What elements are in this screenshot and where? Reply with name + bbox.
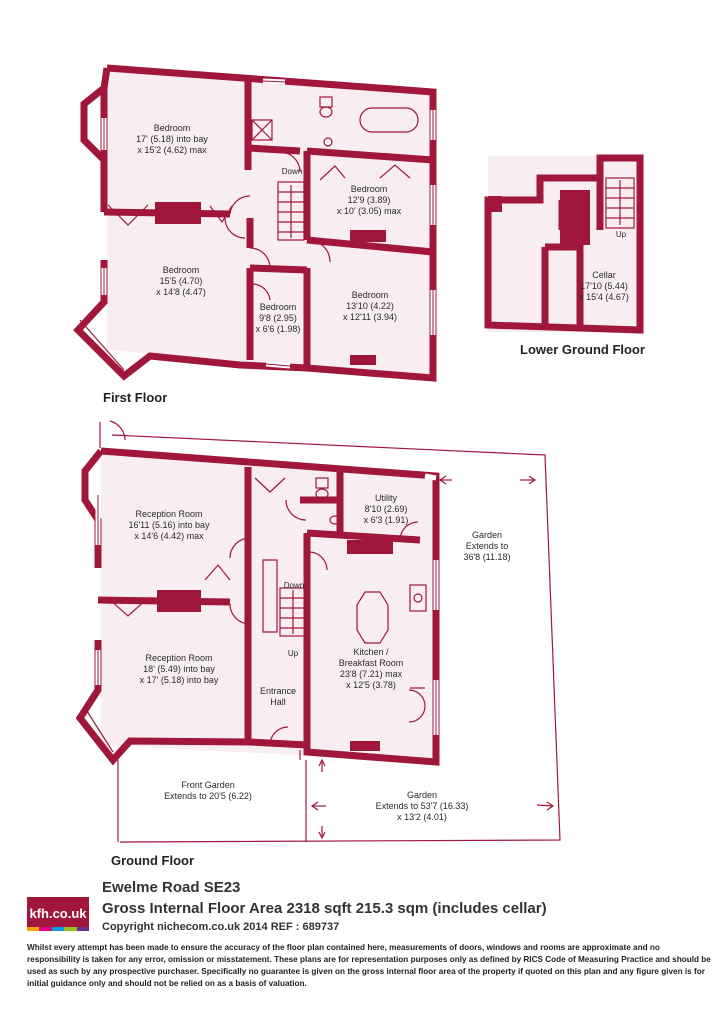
gf-stairs-up-label: Up xyxy=(287,649,299,658)
first-floor-title: First Floor xyxy=(103,390,168,405)
ff-bedroom-4-dim1: 9'8 (2.95) xyxy=(259,313,297,323)
utility-label: Utility 8'10 (2.69) x 6'3 (1.91) xyxy=(364,493,409,526)
ff-bedroom-3-name: Bedroom xyxy=(162,265,200,275)
ff-bedroom-2-label: Bedroom 12'9 (3.89) x 10' (3.05) max xyxy=(337,184,401,217)
ff-bedroom-4-label: Bedroom 9'8 (2.95) x 6'6 (1.98) xyxy=(256,302,301,335)
kfh-logo-text: kfh.co.uk xyxy=(29,906,87,921)
ff-bedroom-5-name: Bedroom xyxy=(351,290,389,300)
side-garden-dim2: 36'8 (11.18) xyxy=(463,552,511,562)
kitchen-dim2: x 12'5 (3.78) xyxy=(346,680,396,690)
kitchen-dim1: 23'8 (7.21) max xyxy=(339,669,403,679)
ff-bedroom-1-label: Bedroom 17' (5.18) into bay x 15'2 (4.62… xyxy=(136,123,208,156)
utility-name: Utility xyxy=(375,493,397,503)
cellar-label: Cellar 17'10 (5.44) x 15'4 (4.67) xyxy=(579,270,629,303)
cellar-dim1: 17'10 (5.44) xyxy=(580,281,628,291)
side-garden-label: Garden Extends to 36'8 (11.18) xyxy=(463,530,510,563)
ff-bedroom-1-name: Bedroom xyxy=(153,123,191,133)
front-garden-dim1: Extends to 20'5 (6.22) xyxy=(164,791,252,801)
entrance-hall-name-2: Hall xyxy=(270,697,286,707)
ff-bedroom-3-dim1: 15'5 (4.70) xyxy=(159,276,203,286)
ff-bedroom-1-dim1: 17' (5.18) into bay xyxy=(136,134,208,144)
rear-garden-dim1: Extends to 53'7 (16.33) xyxy=(375,801,469,811)
rear-garden-label: Garden Extends to 53'7 (16.33) x 13'2 (4… xyxy=(376,790,469,823)
utility-dim2: x 6'3 (1.91) xyxy=(363,515,409,525)
ff-bedroom-5-dim1: 13'10 (4.22) xyxy=(346,301,394,311)
ff-bedroom-2-dim1: 12'9 (3.89) xyxy=(347,195,391,205)
reception-room-1-dim2: x 14'6 (4.42) max xyxy=(134,531,204,541)
reception-room-2-label: Reception Room 18' (5.49) into bay x 17'… xyxy=(140,653,219,686)
ff-bedroom-5-dim2: x 12'11 (3.94) xyxy=(342,312,398,322)
first-floor-outline xyxy=(107,68,433,378)
entrance-hall-label: Entrance Hall xyxy=(260,686,296,708)
ff-bedroom-4-dim2: x 6'6 (1.98) xyxy=(255,324,301,334)
reception-room-1-label: Reception Room 16'11 (5.16) into bay x 1… xyxy=(128,509,209,542)
ff-bedroom-2-dim2: x 10' (3.05) max xyxy=(336,206,402,216)
ff-bedroom-3-dim2: x 14'8 (4.47) xyxy=(156,287,206,297)
utility-dim1: 8'10 (2.69) xyxy=(364,504,408,514)
lg-stairs-up-label: Up xyxy=(615,230,627,239)
property-address: Ewelme Road SE23 xyxy=(102,879,241,896)
rear-garden-dim2: x 13'2 (4.01) xyxy=(397,812,447,822)
gf-stairs-down-label: Down xyxy=(283,581,305,590)
lg-outer-wall xyxy=(484,154,644,334)
kitchen-name-2: Breakfast Room xyxy=(338,658,404,668)
ff-bedroom-2-name: Bedroom xyxy=(350,184,388,194)
ground-floor-title: Ground Floor xyxy=(111,853,195,868)
ff-bedroom-3-label: Bedroom 15'5 (4.70) x 14'8 (4.47) xyxy=(156,265,206,298)
cellar-name: Cellar xyxy=(592,270,616,280)
kfh-logo-stripes xyxy=(27,927,90,931)
ff-bedroom-4-name: Bedroom xyxy=(259,302,297,312)
ff-bedroom-1-dim2: x 15'2 (4.62) max xyxy=(137,145,207,155)
kfh-logo: kfh.co.uk xyxy=(27,897,90,931)
rear-garden-name: Garden xyxy=(406,790,438,800)
reception-room-2-name: Reception Room xyxy=(145,653,213,663)
reception-room-1-name: Reception Room xyxy=(135,509,203,519)
reception-room-2-dim1: 18' (5.49) into bay xyxy=(143,664,215,674)
disclaimer-text: Whilst every attempt has been made to en… xyxy=(27,943,711,988)
lower-ground-floor-title: Lower Ground Floor xyxy=(520,342,645,357)
kitchen-label: Kitchen / Breakfast Room 23'8 (7.21) max… xyxy=(339,647,404,691)
ground-floor-outline xyxy=(101,451,436,762)
reception-room-2-dim2: x 17' (5.18) into bay xyxy=(139,675,219,685)
entrance-hall-name-1: Entrance xyxy=(259,686,297,696)
ff-bedroom-5-label: Bedroom 13'10 (4.22) x 12'11 (3.94) xyxy=(343,290,397,323)
side-garden-name: Garden xyxy=(471,530,503,540)
side-garden-dim1: Extends to xyxy=(465,541,509,551)
front-garden-name: Front Garden xyxy=(181,780,235,790)
copyright-line: Copyright nichecom.co.uk 2014 REF : 6897… xyxy=(102,921,340,933)
reception-room-1-dim1: 16'11 (5.16) into bay xyxy=(128,520,210,530)
kitchen-name-1: Kitchen / xyxy=(353,647,389,657)
cellar-dim2: x 15'4 (4.67) xyxy=(579,292,629,302)
front-garden-label: Front Garden Extends to 20'5 (6.22) xyxy=(164,780,252,802)
ff-stairs-down-label: Down xyxy=(281,167,303,176)
gross-area: Gross Internal Floor Area 2318 sqft 215.… xyxy=(102,900,547,917)
